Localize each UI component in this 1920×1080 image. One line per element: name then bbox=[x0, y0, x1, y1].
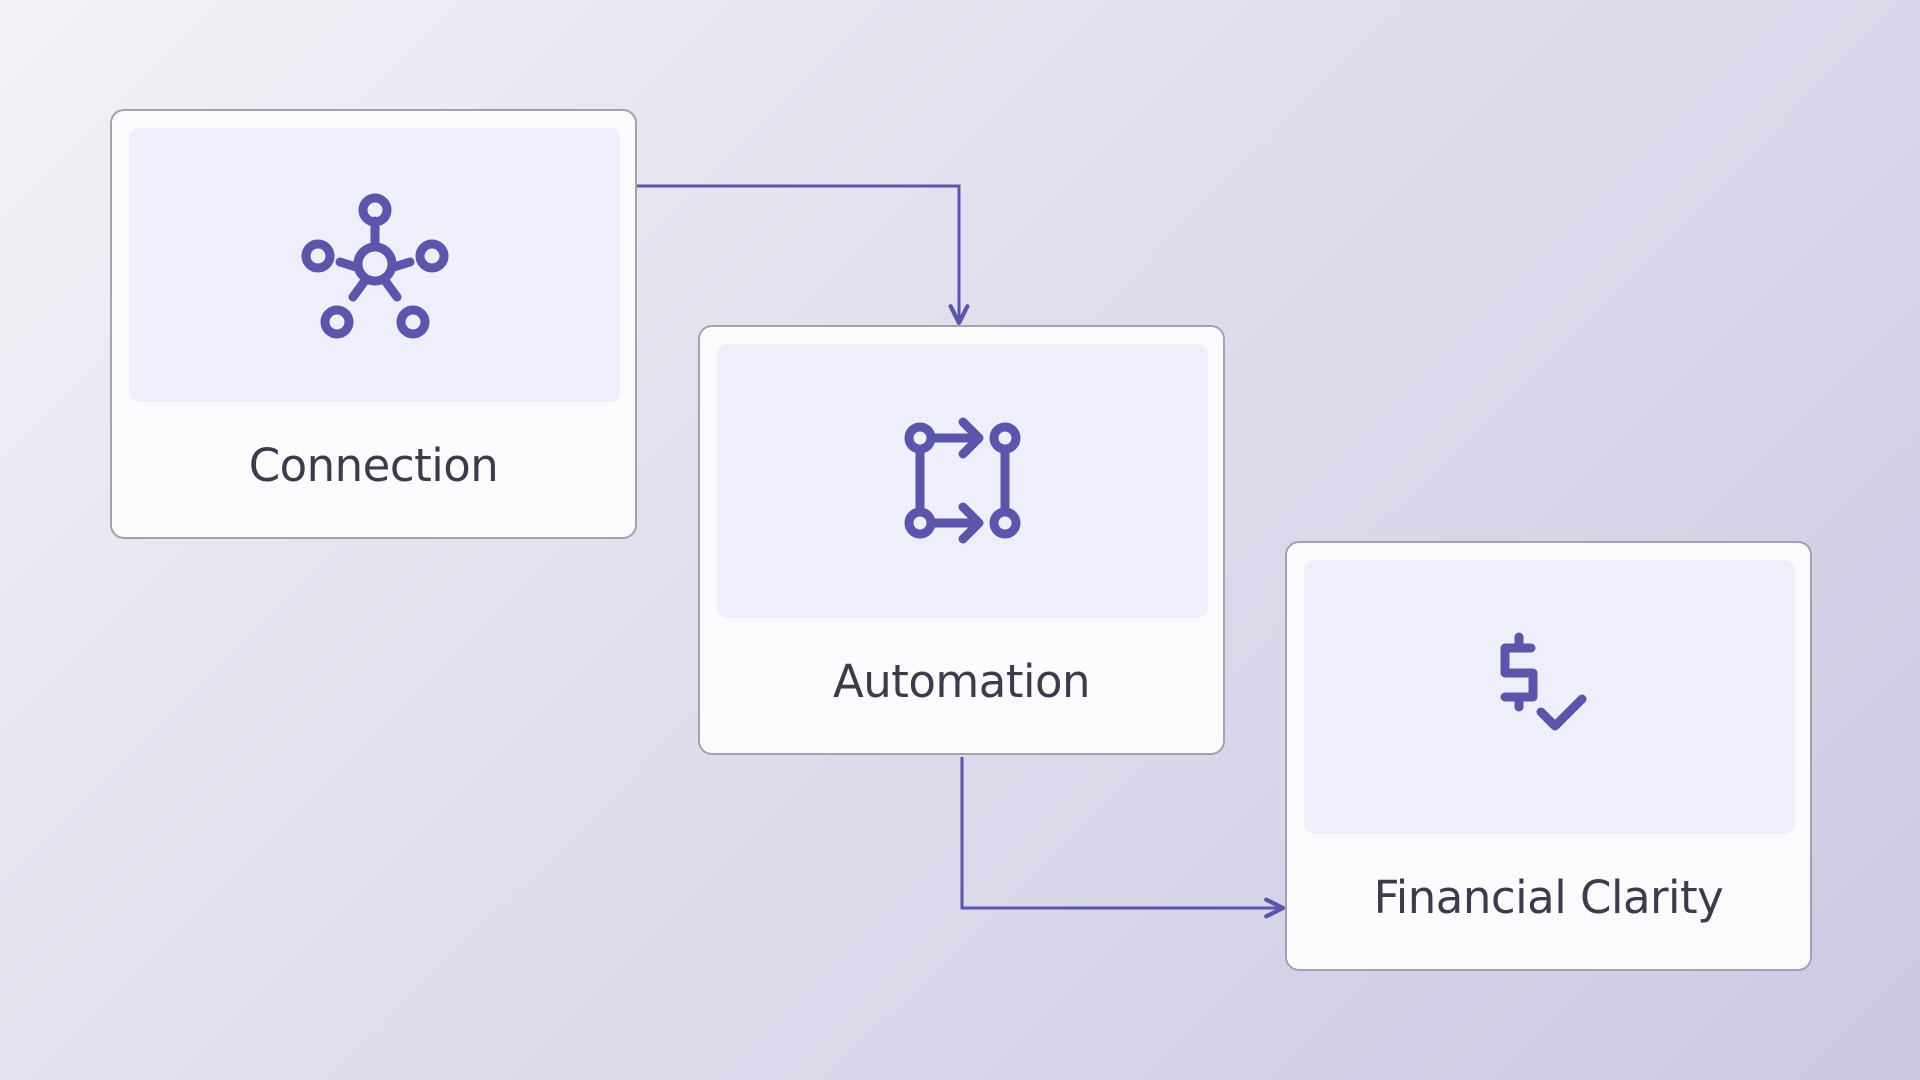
step-label: Financial Clarity bbox=[1373, 871, 1724, 924]
step-label: Connection bbox=[248, 439, 499, 492]
icon-panel bbox=[129, 128, 620, 402]
icon-panel bbox=[1304, 560, 1795, 834]
step-card-connection: Connection bbox=[110, 109, 637, 539]
step-card-automation: Automation bbox=[698, 325, 1225, 755]
automation-flow-icon bbox=[904, 417, 1020, 544]
step-card-financial-clarity: Financial Clarity bbox=[1285, 541, 1812, 971]
step-label: Automation bbox=[832, 655, 1091, 708]
icon-panel bbox=[717, 344, 1208, 618]
connector-automation-to-financial-clarity bbox=[960, 757, 1286, 919]
dollar-check-icon bbox=[1500, 632, 1586, 731]
connector-connection-to-automation bbox=[637, 184, 970, 326]
network-hub-icon bbox=[301, 193, 448, 339]
